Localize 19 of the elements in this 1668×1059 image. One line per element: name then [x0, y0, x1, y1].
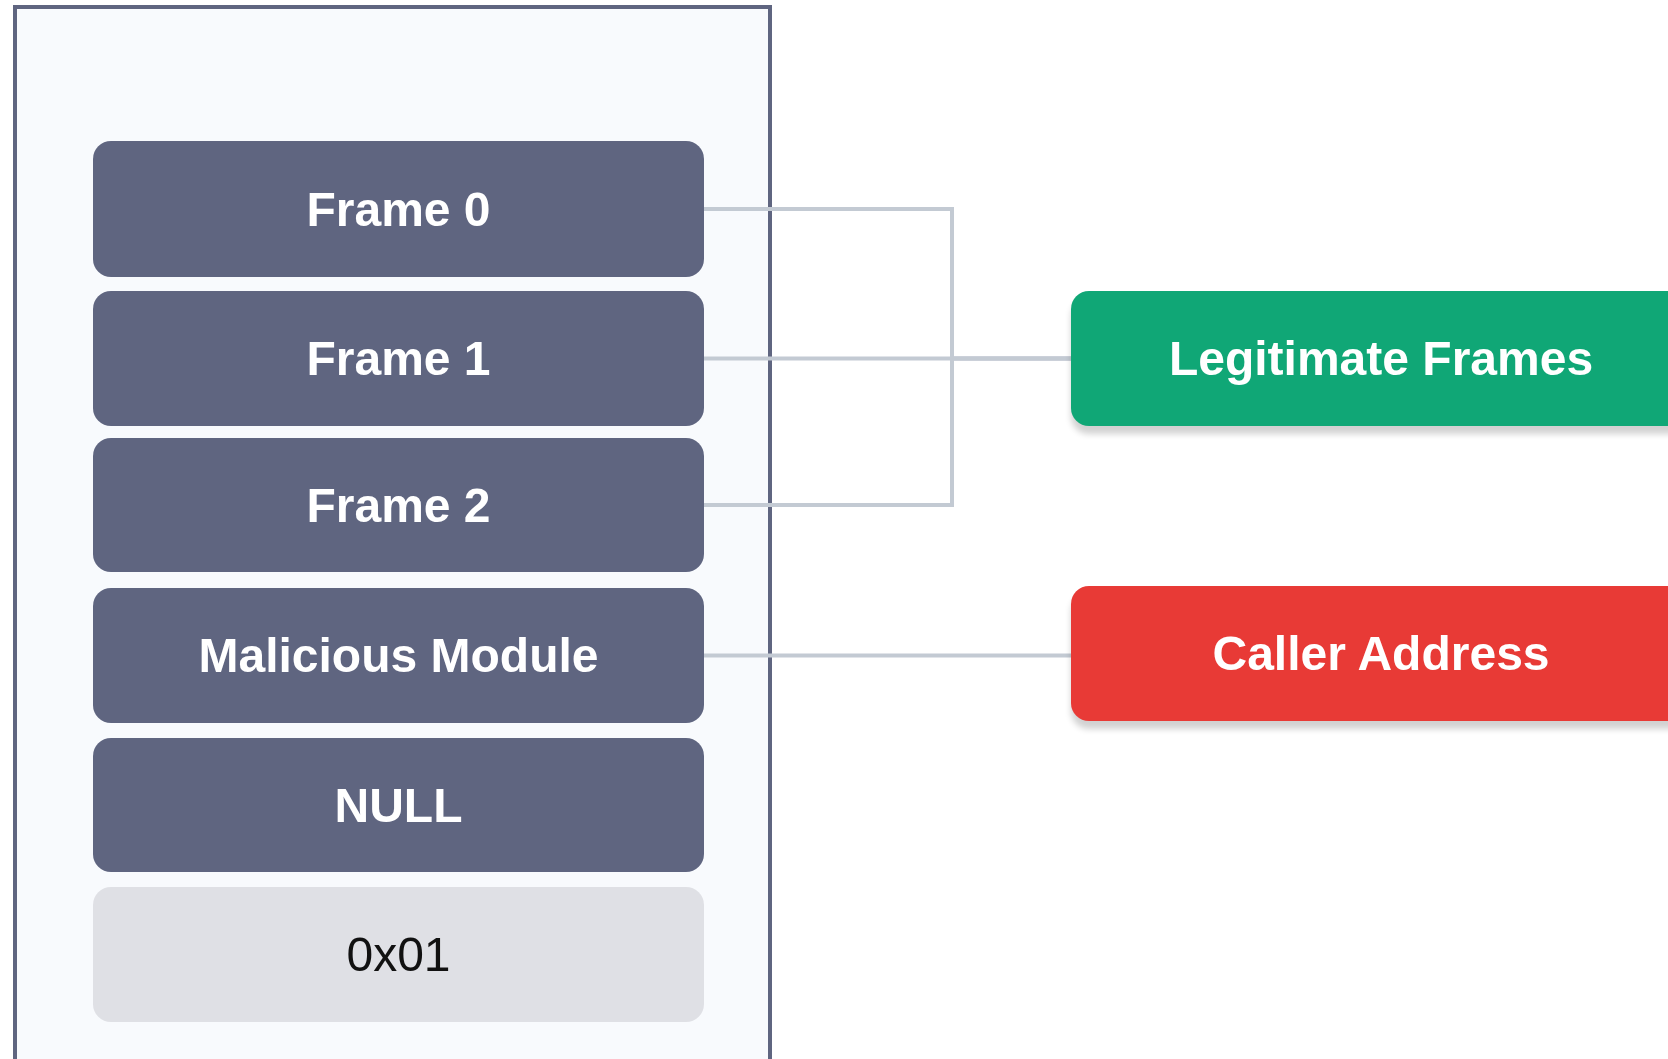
box-label: 0x01 — [346, 927, 451, 982]
label-box — [1071, 291, 1668, 426]
connector-line — [704, 356, 1071, 507]
box-label: Malicious Module — [198, 628, 599, 683]
box-label: Frame 2 — [306, 477, 491, 533]
stack-frame-box — [93, 588, 704, 723]
stack-frame-box — [93, 738, 704, 872]
box-label: Frame 0 — [306, 181, 491, 237]
connector-line — [704, 652, 1073, 658]
box-label: Legitimate Frames — [1168, 331, 1594, 386]
label-box — [1071, 586, 1668, 721]
box-label: Caller Address — [1212, 626, 1550, 681]
box-label: Frame 1 — [306, 331, 491, 386]
stack-frame-box — [93, 291, 704, 426]
stack-frame-box — [93, 438, 704, 572]
box-label: NULL — [334, 777, 463, 833]
stack-container — [13, 5, 772, 1059]
stack-frame-box — [93, 141, 704, 277]
stack-value-box — [93, 887, 704, 1022]
